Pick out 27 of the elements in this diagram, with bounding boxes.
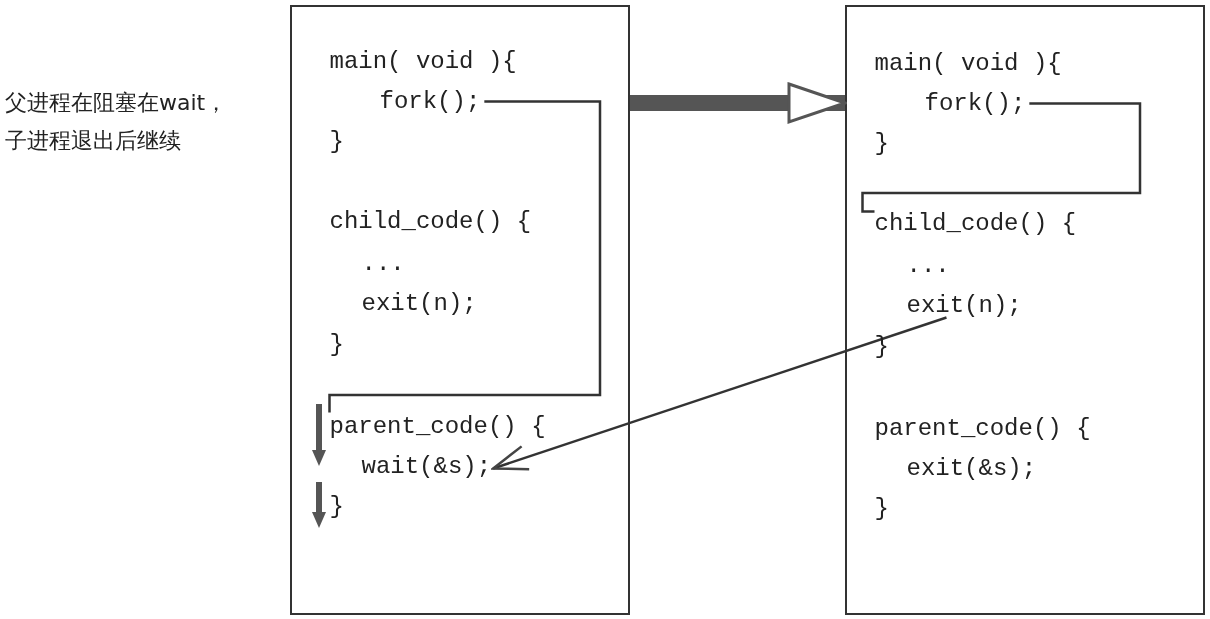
code-line: exit(n); — [906, 291, 1022, 320]
code-line: } — [874, 129, 889, 158]
code-line: exit(n); — [361, 289, 477, 318]
code-line: parent_code() { — [874, 414, 1091, 443]
code-line: } — [329, 330, 344, 359]
code-panel — [290, 5, 630, 615]
code-line: fork(); — [379, 87, 481, 116]
code-line: exit(&s); — [906, 454, 1037, 483]
block-arrow — [630, 82, 847, 124]
code-line: fork(); — [924, 89, 1026, 118]
code-line: main( void ){ — [874, 49, 1062, 78]
code-line: } — [329, 127, 344, 156]
code-line: } — [874, 332, 889, 361]
code-line: child_code() { — [874, 209, 1077, 238]
code-line: ... — [906, 251, 950, 280]
code-line: child_code() { — [329, 207, 532, 236]
code-line: wait(&s); — [361, 452, 492, 481]
connector-line — [328, 100, 602, 413]
connector-line — [861, 102, 1142, 213]
code-line: parent_code() { — [329, 412, 546, 441]
code-panel — [845, 5, 1205, 615]
annotation-text: 父进程在阻塞在wait，子进程退出后继续 — [5, 89, 229, 155]
code-line: } — [874, 494, 889, 523]
code-line: main( void ){ — [329, 47, 517, 76]
arrow — [491, 316, 947, 471]
code-line: } — [329, 492, 344, 521]
code-line: ... — [361, 249, 405, 278]
